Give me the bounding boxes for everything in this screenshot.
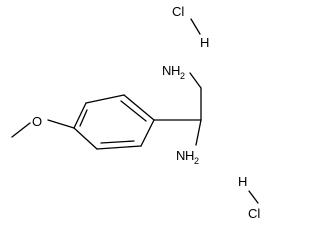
amine-top-h-label: H [171, 63, 180, 78]
ring-bond-1 [123, 94, 155, 121]
structure-diagram: Cl H N H 2 N H 2 O H Cl [11, 4, 260, 221]
aryl-o-bond [47, 119, 75, 129]
ring-bond-5 [96, 145, 142, 150]
hcl-top-bond [190, 18, 201, 35]
hydrogen-top-label: H [200, 35, 209, 50]
ring-bond-6 [140, 119, 155, 147]
ch2-n-bond [189, 72, 202, 89]
ring-double-bond-3 [100, 140, 135, 144]
chlorine-bottom-label: Cl [248, 206, 260, 221]
chlorine-top-label: Cl [172, 4, 184, 19]
oxygen-label: O [32, 114, 42, 129]
amine-top-label: N [162, 63, 171, 78]
ring-bond-2 [85, 94, 125, 104]
hcl-bottom-bond [248, 190, 259, 204]
ring-bond-3 [73, 102, 87, 129]
hydrogen-bottom-label: H [238, 174, 247, 189]
ring-double-bond-1 [120, 100, 147, 122]
ring-double-bond-2 [79, 109, 88, 127]
o-methyl-bond [11, 122, 31, 138]
amine-bottom-h-label: H [185, 148, 194, 163]
ch-n-bond [195, 119, 202, 146]
amine-bottom-subscript: 2 [194, 156, 199, 166]
ring-bond-4 [73, 127, 98, 150]
amine-top-subscript: 2 [180, 71, 185, 81]
amine-bottom-label: N [176, 148, 185, 163]
